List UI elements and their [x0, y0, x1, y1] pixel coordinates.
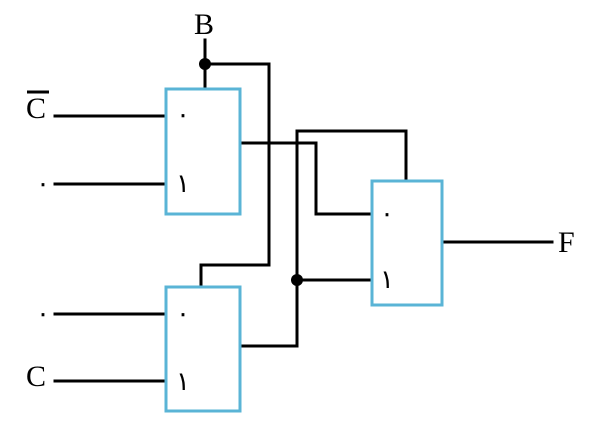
signal-zero-bottom-label: ٠ — [36, 299, 50, 328]
wire-b-to-bottom-mux — [199, 62, 271, 289]
mux-output-in0-label: ٠ — [380, 199, 394, 228]
wire-top-mux-out — [238, 141, 374, 216]
junction-dot-b — [199, 58, 211, 70]
mux-top — [164, 87, 242, 216]
mux-output-in1-label: ١ — [380, 265, 394, 294]
signal-b-label: B — [194, 8, 214, 41]
mux-bottom-in1-label: ١ — [176, 367, 190, 396]
mux-bottom — [164, 285, 242, 413]
wires — [53, 38, 554, 383]
mux-output — [370, 179, 444, 307]
signal-f-label: F — [558, 226, 575, 259]
mux-top-in1-label: ١ — [176, 169, 190, 198]
signal-zero-top-label: ٠ — [36, 169, 50, 198]
signal-c-label: C — [26, 360, 46, 393]
junction-dot-bottom-mux-out — [291, 274, 303, 286]
wire-bottom-mux-out-to-select — [238, 129, 408, 348]
mux-bottom-in0-label: ٠ — [176, 299, 190, 328]
signal-cbar-label: C — [26, 92, 46, 125]
mux-top-in0-label: ٠ — [176, 100, 190, 129]
